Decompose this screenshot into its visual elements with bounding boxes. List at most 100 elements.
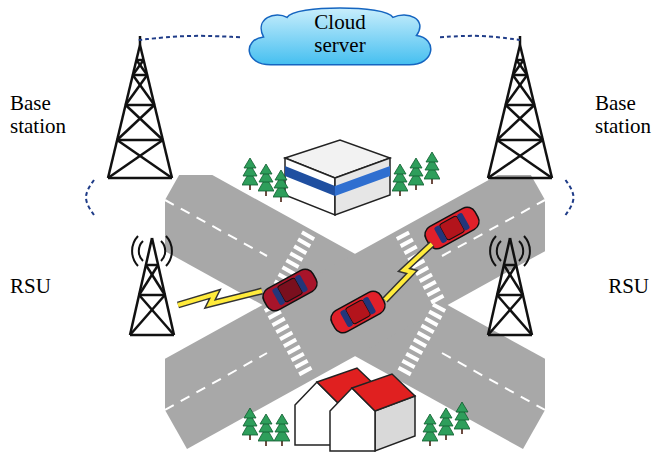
signal-wave — [132, 236, 138, 266]
building — [285, 140, 390, 215]
houses — [295, 368, 415, 451]
network-link — [566, 180, 574, 215]
signal-wave — [519, 241, 523, 261]
tree — [258, 414, 274, 446]
house-roof — [352, 374, 415, 411]
building-stripe — [335, 166, 390, 196]
tree — [422, 414, 438, 446]
node-label: RSU — [608, 275, 649, 298]
tower-bar — [488, 334, 532, 337]
tower-bar — [506, 104, 535, 107]
building-stripe — [285, 166, 335, 196]
tower-leg — [510, 238, 532, 335]
tower-brace — [497, 105, 534, 140]
signal-wave — [139, 241, 143, 261]
tower-brace — [117, 140, 172, 178]
text-group: Base station — [595, 92, 651, 138]
node-label: Cloud server — [314, 11, 365, 57]
crosswalk — [402, 306, 440, 376]
tower-brace — [497, 295, 532, 335]
tower-bar — [130, 334, 174, 337]
lightning-outline — [385, 244, 432, 300]
tower-bar — [108, 177, 172, 180]
tower-brace — [139, 295, 174, 335]
tree — [454, 402, 470, 434]
tree — [392, 164, 408, 196]
tower-brace — [488, 140, 543, 178]
tower-brace — [133, 60, 144, 75]
base-station-tower — [108, 36, 172, 178]
car-window — [294, 274, 308, 293]
tower-brace — [126, 75, 148, 105]
tower-bar — [117, 139, 163, 142]
node-label: RSU — [10, 275, 51, 298]
lightning-outline — [178, 291, 262, 305]
text-group: Base station — [10, 92, 66, 138]
rsu-tower — [130, 236, 174, 335]
car — [328, 288, 389, 336]
car-window — [434, 225, 448, 244]
tower-brace — [513, 60, 524, 75]
tower-brace — [126, 105, 163, 140]
node-label: Base station — [10, 92, 66, 138]
base-station: Base station — [478, 40, 653, 180]
tower-leg — [130, 238, 152, 335]
tower-brace — [108, 140, 163, 178]
tower-brace — [506, 105, 543, 140]
tower-brace — [117, 105, 154, 140]
lightning-bolt — [385, 244, 432, 300]
text-group: RSU — [608, 275, 649, 298]
signal-wave — [524, 236, 530, 266]
signal-wave — [497, 241, 501, 261]
tower-bar — [497, 294, 523, 297]
tree — [408, 158, 424, 190]
car — [260, 266, 321, 314]
tree — [258, 164, 274, 196]
tree — [274, 414, 290, 446]
tree — [273, 170, 289, 202]
tower-bar — [497, 139, 543, 142]
tower-bar — [139, 294, 165, 297]
car-window — [362, 296, 376, 315]
text-group: Cloud server — [314, 11, 365, 57]
base-station-tower — [488, 36, 552, 178]
node-label: Base station — [595, 92, 651, 138]
car-body — [260, 266, 321, 314]
crosswalk — [270, 306, 308, 376]
rsu: RSU — [478, 215, 653, 340]
network-link — [440, 36, 520, 40]
wireless-link — [178, 244, 432, 305]
tower-brace — [488, 295, 523, 335]
lane-line — [442, 353, 545, 410]
network-link — [86, 180, 94, 215]
building-wall — [335, 158, 390, 215]
tree — [424, 152, 440, 184]
rsu: RSU — [8, 215, 180, 340]
tower-brace — [130, 295, 165, 335]
signal-wave — [166, 236, 172, 266]
car-window — [272, 287, 286, 306]
tower-bar — [488, 177, 552, 180]
signal-wave — [490, 236, 496, 266]
car-body — [328, 288, 389, 336]
building-wall — [285, 158, 335, 215]
car-window — [456, 212, 470, 231]
lightning-bolt — [178, 291, 262, 305]
tower-brace — [139, 265, 158, 295]
network-link — [139, 36, 240, 40]
tree — [438, 408, 454, 440]
tower-bar — [126, 104, 155, 107]
tree — [242, 158, 258, 190]
cloud-shape — [249, 8, 431, 65]
signal-wave — [161, 241, 165, 261]
tower-brace — [497, 140, 552, 178]
cloud-server: Cloud server — [240, 2, 440, 66]
tower-leg — [152, 238, 174, 335]
text-group: RSU — [10, 275, 51, 298]
rsu-tower — [488, 236, 532, 335]
tower-leg — [488, 238, 510, 335]
